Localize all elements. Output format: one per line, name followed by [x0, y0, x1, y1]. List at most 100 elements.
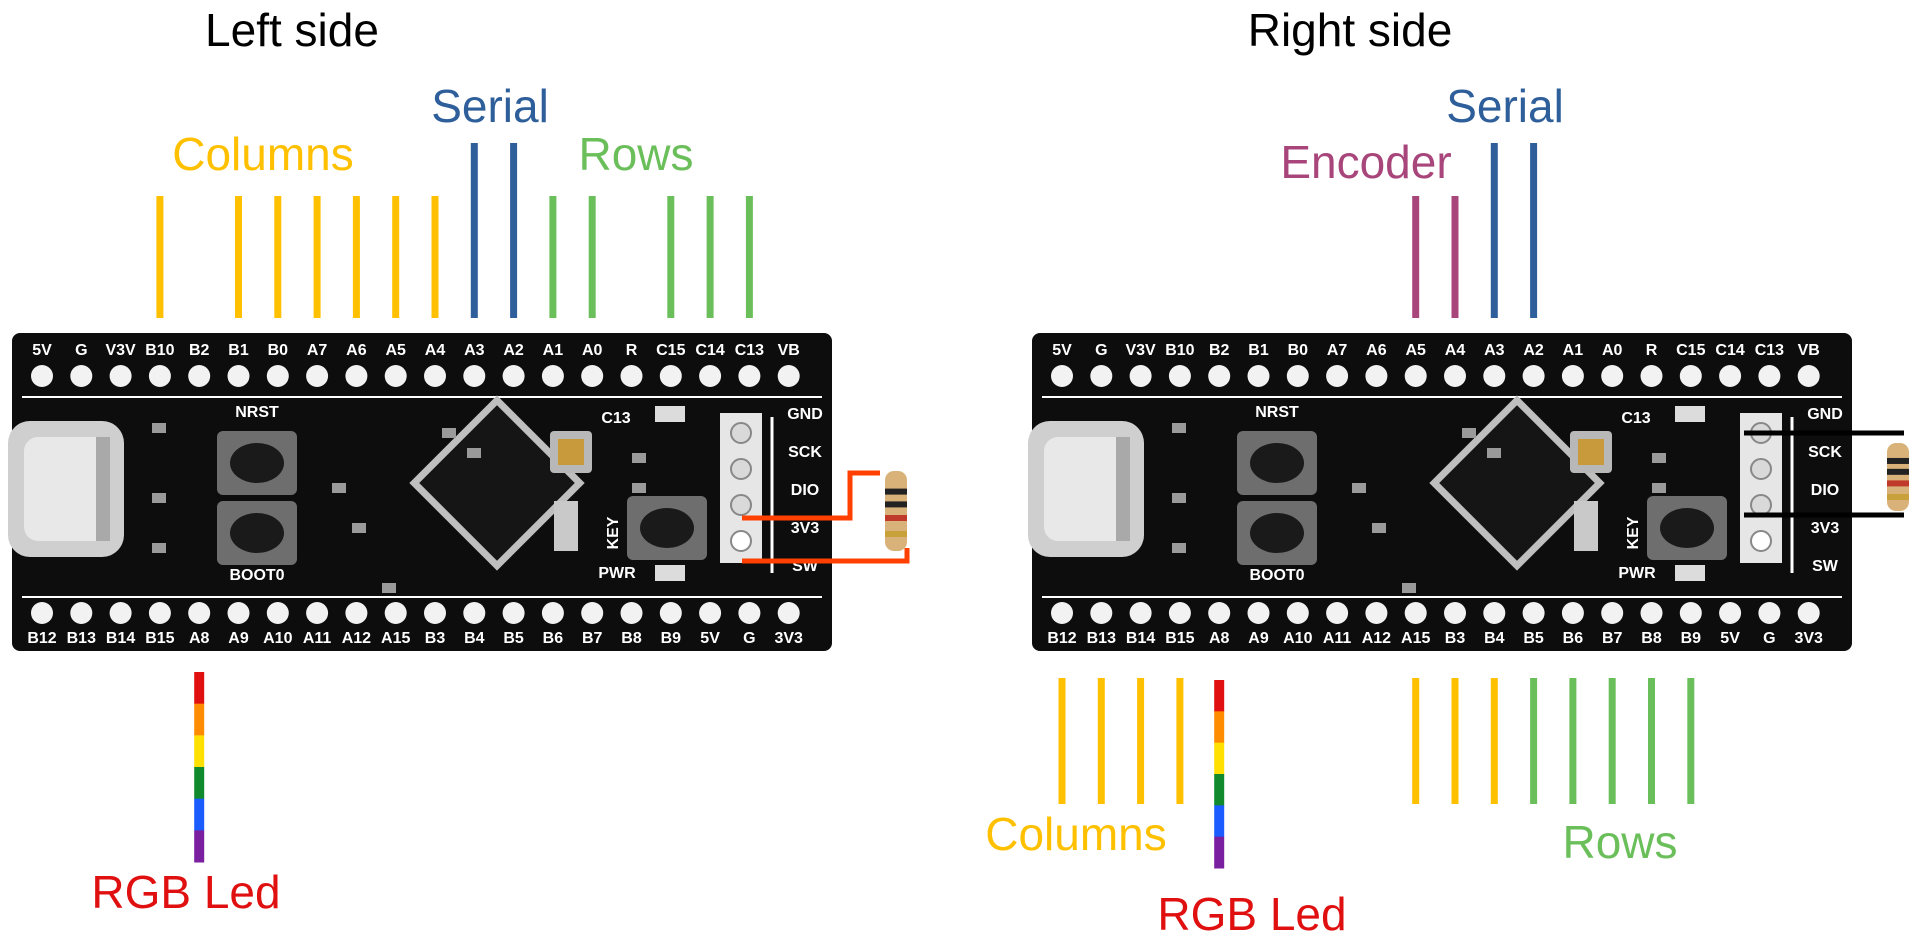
smd-part: [152, 423, 166, 433]
bottom-pin-pad: [227, 602, 250, 624]
bottom-pin-pad: [1051, 602, 1073, 624]
bottom-pin-label: A15: [1401, 630, 1430, 647]
swd-label: GND: [1807, 406, 1843, 423]
bottom-pin-pad: [541, 602, 564, 624]
bottom-pin-label: 3V3: [1794, 630, 1823, 647]
top-pin-label: B10: [1165, 342, 1194, 359]
resistor-band: [885, 488, 907, 495]
bottom-pin-label: B14: [1126, 630, 1155, 647]
rgb-segment: [1214, 680, 1225, 712]
right-resistor-wire: [1744, 430, 1909, 518]
smd-part: [152, 493, 166, 503]
top-pin-pad: [306, 365, 329, 387]
bottom-pin-pad: [188, 602, 211, 624]
top-pin-label: B2: [189, 342, 210, 359]
bottom-pin-pad: [1797, 602, 1820, 624]
bottom-pin-pad: [502, 602, 525, 624]
right-rgb-bar: [1214, 680, 1225, 869]
nrst-button: [1250, 443, 1304, 483]
top-pin-label: A2: [503, 342, 524, 359]
top-pin-label: VB: [778, 342, 800, 359]
bottom-pin-label: A8: [1209, 630, 1230, 647]
top-pin-label: A3: [464, 342, 485, 359]
swd-label: GND: [787, 406, 823, 423]
top-pin-pad: [502, 365, 525, 387]
right-rgb-led-label: RGB Led: [1157, 888, 1346, 939]
top-pin-pad: [1758, 365, 1781, 387]
bottom-pin-label: B3: [1445, 630, 1466, 647]
bottom-pin-pad: [1561, 602, 1584, 624]
top-pin-label: B0: [1288, 342, 1309, 359]
top-pin-label: A7: [307, 342, 328, 359]
swd-pad: [1750, 530, 1772, 552]
usb-c-inner: [1044, 437, 1128, 541]
top-pin-pad: [31, 365, 53, 387]
smd-part: [332, 483, 346, 493]
top-pin-label: A7: [1327, 342, 1348, 359]
top-pin-pad: [1719, 365, 1742, 387]
bottom-pin-label: G: [1763, 630, 1775, 647]
bottom-pin-pad: [384, 602, 407, 624]
bottom-pin-pad: [659, 602, 682, 624]
swd-label: DIO: [791, 482, 819, 499]
top-pin-pad: [1601, 365, 1624, 387]
top-pin-pad: [266, 365, 289, 387]
bottom-pin-pad: [1640, 602, 1663, 624]
top-pin-pad: [188, 365, 211, 387]
swd-pad: [1750, 494, 1772, 516]
bottom-pin-label: A9: [228, 630, 249, 647]
resistor-body: [885, 471, 907, 551]
rgb-segment: [194, 830, 205, 863]
top-pin-label: A4: [425, 342, 446, 359]
top-pin-pad: [70, 365, 93, 387]
top-pin-label: C13: [735, 342, 764, 359]
right-rows-label: Rows: [1562, 816, 1677, 868]
smd-part: [152, 543, 166, 553]
bottom-pin-label: G: [743, 630, 755, 647]
top-pin-label: A2: [1523, 342, 1544, 359]
swd-pad: [730, 458, 752, 480]
top-pin-label: B2: [1209, 342, 1230, 359]
resistor-band: [1887, 494, 1909, 500]
top-pin-label: B1: [1248, 342, 1269, 359]
smd-part: [1172, 423, 1186, 433]
resistor-band: [1887, 468, 1909, 475]
top-pin-label: R: [1646, 342, 1658, 359]
usb-c-side: [96, 437, 110, 541]
top-pin-label: 5V: [1052, 342, 1072, 359]
left-signal-lines: [156, 143, 753, 318]
bottom-pin-label: B12: [27, 630, 56, 647]
left-rgb-led-label: RGB Led: [91, 866, 280, 918]
pwr-label: PWR: [598, 565, 636, 582]
right-title: Right side: [1248, 4, 1453, 56]
bottom-pin-label: A11: [303, 630, 332, 647]
top-pin-label: B10: [145, 342, 174, 359]
bottom-pin-label: B8: [1641, 630, 1662, 647]
swd-label: 3V3: [791, 520, 820, 537]
key-button: [1660, 508, 1714, 548]
c13-label: C13: [601, 410, 630, 427]
usb-c-inner: [24, 437, 108, 541]
left-title: Left side: [205, 4, 379, 56]
top-pin-pad: [1326, 365, 1349, 387]
rgb-segment: [1214, 742, 1225, 775]
top-pin-pad: [1168, 365, 1191, 387]
bottom-pin-label: B3: [425, 630, 446, 647]
bottom-pin-label: A9: [1248, 630, 1269, 647]
bottom-pin-label: B7: [582, 630, 603, 647]
top-pin-pad: [1483, 365, 1506, 387]
smd-part: [442, 428, 456, 438]
swd-pad: [1750, 458, 1772, 480]
smd-part: [1352, 483, 1366, 493]
top-pin-pad: [1679, 365, 1702, 387]
swd-label: SCK: [788, 444, 822, 461]
top-pin-label: A3: [1484, 342, 1505, 359]
bottom-pin-label: B6: [543, 630, 564, 647]
resistor-band: [1887, 480, 1909, 487]
bottom-pin-pad: [620, 602, 643, 624]
top-pin-label: G: [75, 342, 87, 359]
bottom-pin-pad: [699, 602, 722, 624]
left-rows-label: Rows: [578, 128, 693, 180]
